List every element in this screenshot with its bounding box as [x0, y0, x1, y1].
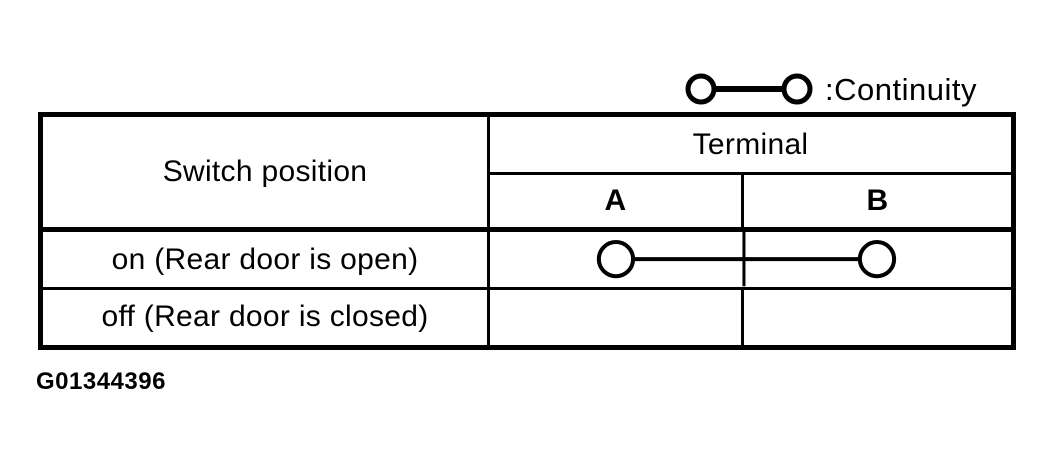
header-switch-position: Switch position	[39, 112, 490, 232]
row-off-label: off (Rear door is closed)	[39, 286, 490, 350]
row-off-terminal-a-cell	[487, 286, 744, 350]
legend-label: :Continuity	[825, 71, 977, 107]
table-header-row-ab: A B	[41, 172, 1016, 232]
row-on-label: on (Rear door is open)	[39, 227, 490, 290]
table-header-row-terminal: Switch position Terminal	[39, 112, 1016, 232]
figure-id: G01344396	[36, 368, 166, 395]
header-terminal: Terminal	[486, 112, 1016, 176]
row-off-terminal-b-cell	[740, 286, 1016, 350]
table-row-on: on (Rear door is open)	[39, 227, 1016, 290]
continuity-symbol-icon	[685, 73, 813, 105]
continuity-symbol	[596, 232, 897, 286]
switch-continuity-table: Switch position Terminal A B on (Rear do…	[38, 112, 1017, 350]
continuity-legend: :Continuity	[684, 68, 977, 110]
table-row-off: off (Rear door is closed)	[39, 286, 1016, 350]
header-terminal-b: B	[740, 172, 1016, 232]
row-on-continuity-cell	[486, 227, 1016, 290]
header-terminal-a: A	[487, 172, 744, 232]
